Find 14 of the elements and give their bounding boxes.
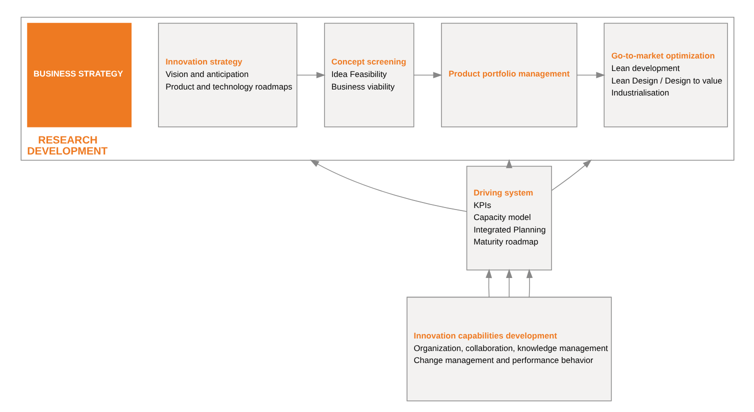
arrow	[576, 72, 605, 78]
node-box: Product portfolio management	[440, 22, 577, 128]
arrow	[413, 72, 442, 78]
node-box: BUSINESS STRATEGY	[26, 22, 132, 128]
arrow	[526, 268, 532, 298]
node-box: Concept screening Idea Feasibility Business viability	[324, 22, 414, 128]
arrow	[296, 72, 326, 78]
arrow	[485, 268, 492, 298]
arrow	[550, 159, 592, 191]
arrow	[309, 160, 467, 212]
arrow	[505, 268, 512, 298]
node-box: Go-to-market optimization Lean development Lean Design / Design to value Industrialisation	[603, 22, 728, 128]
node-box: Innovation strategy Vision and anticipation Product and technology roadmaps	[158, 22, 297, 128]
node-box: Innovation capabilities development Organization, collaboration, knowledge management Change management and performance behavior	[406, 296, 612, 402]
